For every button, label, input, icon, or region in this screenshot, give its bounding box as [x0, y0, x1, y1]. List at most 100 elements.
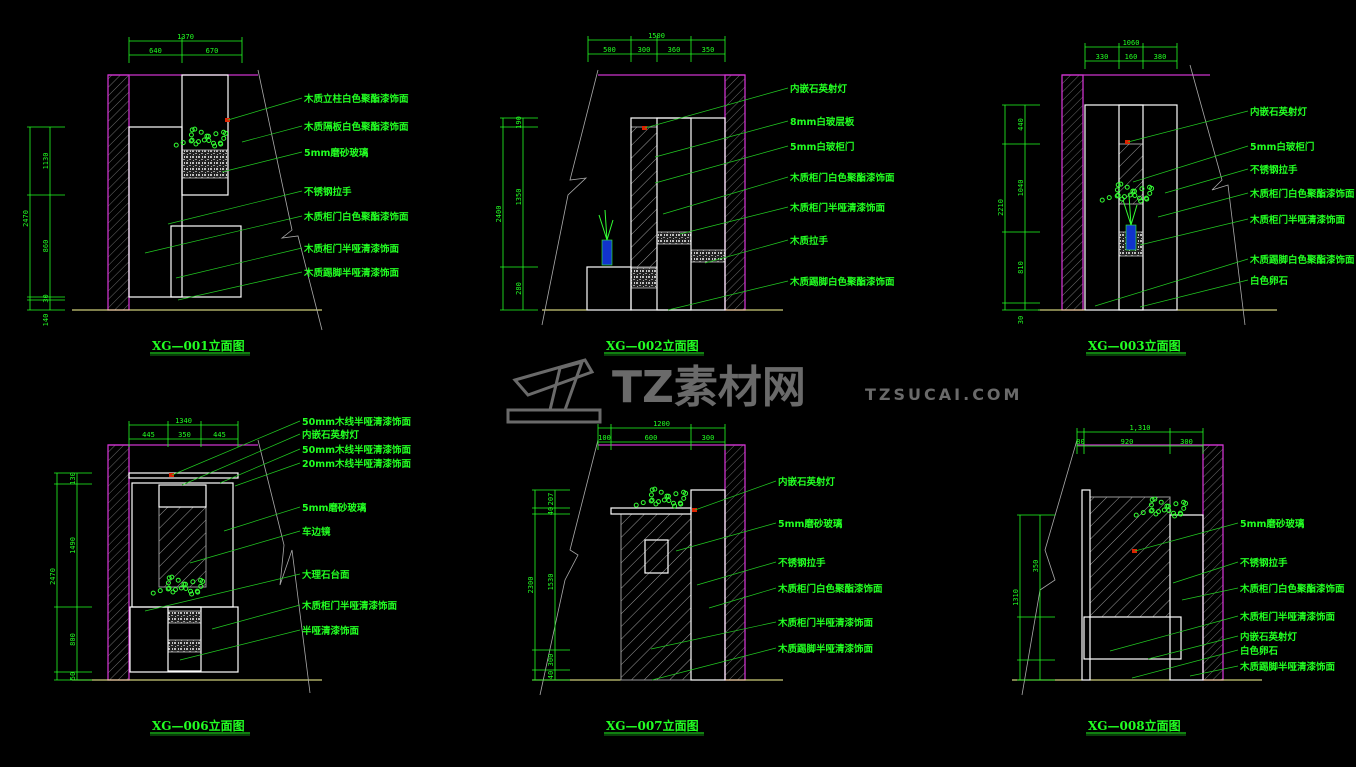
dimension-part: 30 [42, 294, 50, 302]
dimension-part: 800 [69, 633, 77, 646]
material-label: 木质柜门半哑清漆饰面 [303, 243, 400, 255]
material-label: 木质柜门白色聚酯漆饰面 [1249, 188, 1355, 200]
material-label: 木质柜门半哑清漆饰面 [301, 600, 398, 612]
material-label: 木质拉手 [789, 235, 829, 247]
plant-leaf [1119, 196, 1125, 202]
plant-leaf [166, 575, 172, 581]
glass-panel [158, 506, 207, 588]
material-label: 大理石台面 [302, 569, 350, 581]
material-label: 内嵌石英射灯 [1240, 631, 1298, 643]
plant-leaf [1149, 497, 1155, 503]
leader-line [144, 573, 301, 612]
leader-line [1109, 615, 1239, 652]
material-label: 5mm白玻柜门 [790, 141, 854, 153]
dimension-part: 860 [42, 240, 50, 253]
plant-leaf [170, 589, 176, 595]
break-line [257, 69, 323, 331]
spotlight-icon [1125, 140, 1130, 144]
material-label: 不锈钢拉手 [1250, 164, 1298, 176]
wall-section [1061, 74, 1084, 311]
plant-leaf [633, 502, 639, 508]
dimension-part: 140 [42, 314, 50, 327]
leader-line [1134, 522, 1239, 552]
dimension-part: 130 [69, 472, 77, 485]
stone-panel [167, 639, 202, 653]
plant-icon [1133, 496, 1189, 519]
spotlight-icon [1132, 549, 1137, 553]
dimension-part: 40 [547, 671, 555, 679]
leader-line [1147, 635, 1239, 660]
plant-leaf [1148, 502, 1154, 508]
leader-line [219, 448, 301, 484]
plant-leaf [653, 501, 659, 507]
dimension-total: 1,310 [1129, 424, 1150, 432]
plant-leaf [1149, 185, 1155, 191]
plant-leaf [1099, 197, 1105, 203]
plant-leaf [649, 497, 655, 503]
plant-leaf [1115, 192, 1121, 198]
material-label: 5mm白玻柜门 [1250, 141, 1314, 153]
plant-leaf [195, 589, 201, 595]
material-label: 木质柜门白色聚酯漆饰面 [303, 211, 409, 223]
elevation-panel-3: 内嵌石英射灯5mm白玻柜门不锈钢拉手木质柜门白色聚酯漆饰面木质柜门半哑清漆饰面木… [997, 39, 1355, 356]
plant-leaf [188, 132, 194, 138]
plant-leaf [640, 500, 646, 506]
elevation-title: XG—007立面图 [606, 718, 699, 733]
leader-line [175, 247, 303, 279]
break-line [539, 439, 599, 696]
dimension-part: 300 [547, 654, 555, 667]
dimension-part: 380 [1154, 53, 1167, 61]
plant-leaf [666, 497, 672, 503]
elevation-title: XG—001立面图 [152, 338, 245, 353]
leader-line [675, 522, 777, 552]
wall-section [107, 74, 130, 311]
cabinet-outline [128, 126, 183, 298]
plant-leaf [1140, 510, 1146, 516]
plant-leaf [180, 140, 186, 146]
watermark: TZ素材网 TZSUCAI.COM [506, 358, 1019, 424]
plant-leaf [169, 574, 175, 580]
plant-leaf [189, 591, 195, 597]
material-label: 木质踢脚白色聚酯漆饰面 [1249, 254, 1355, 266]
cabinet-outline [1084, 104, 1178, 311]
leader-line [211, 604, 301, 630]
watermark-logo-icon [506, 358, 602, 424]
dimension-part: 1040 [1017, 180, 1025, 197]
leader-line [221, 151, 303, 173]
leader-line [1139, 279, 1249, 308]
material-label: 白色卵石 [1250, 275, 1289, 287]
plant-leaf [1161, 507, 1167, 513]
cabinet-outline [586, 266, 632, 311]
plant-leaf [1171, 510, 1177, 516]
plant-leaf [1124, 184, 1130, 190]
plant-leaf [1106, 195, 1112, 201]
plant-leaf [165, 586, 171, 592]
material-label: 半哑清漆饰面 [302, 625, 360, 637]
dimension-total: 1200 [653, 420, 670, 428]
break-line [257, 439, 311, 694]
plant-leaf [1152, 496, 1158, 502]
material-label: 木质隔板白色聚酯漆饰面 [303, 121, 409, 133]
leader-line [234, 462, 301, 487]
cabinet-outline [610, 507, 692, 515]
plant-leaf [188, 588, 194, 594]
leader-line [708, 587, 777, 609]
dimension-part: 1350 [515, 189, 523, 206]
dimension-part: 50 [69, 672, 77, 680]
plant-leaf [188, 138, 194, 144]
dimension-total: 1500 [648, 32, 665, 40]
stone-panel [656, 231, 692, 245]
break-line [1021, 439, 1078, 696]
material-label: 5mm磨砂玻璃 [1240, 518, 1305, 530]
material-label: 内嵌石英射灯 [790, 83, 848, 95]
cabinet-outline [644, 539, 669, 574]
leader-line [1157, 192, 1249, 218]
leader-line [189, 530, 301, 564]
leader-line [1164, 168, 1249, 194]
stone-panel [167, 610, 202, 624]
leader-line [144, 215, 303, 254]
material-label: 5mm磨砂玻璃 [304, 147, 369, 159]
plant-leaf [1153, 511, 1159, 517]
material-label: 木质踢脚半哑清漆饰面 [303, 267, 400, 279]
material-label: 木质柜门白色聚酯漆饰面 [777, 583, 883, 595]
